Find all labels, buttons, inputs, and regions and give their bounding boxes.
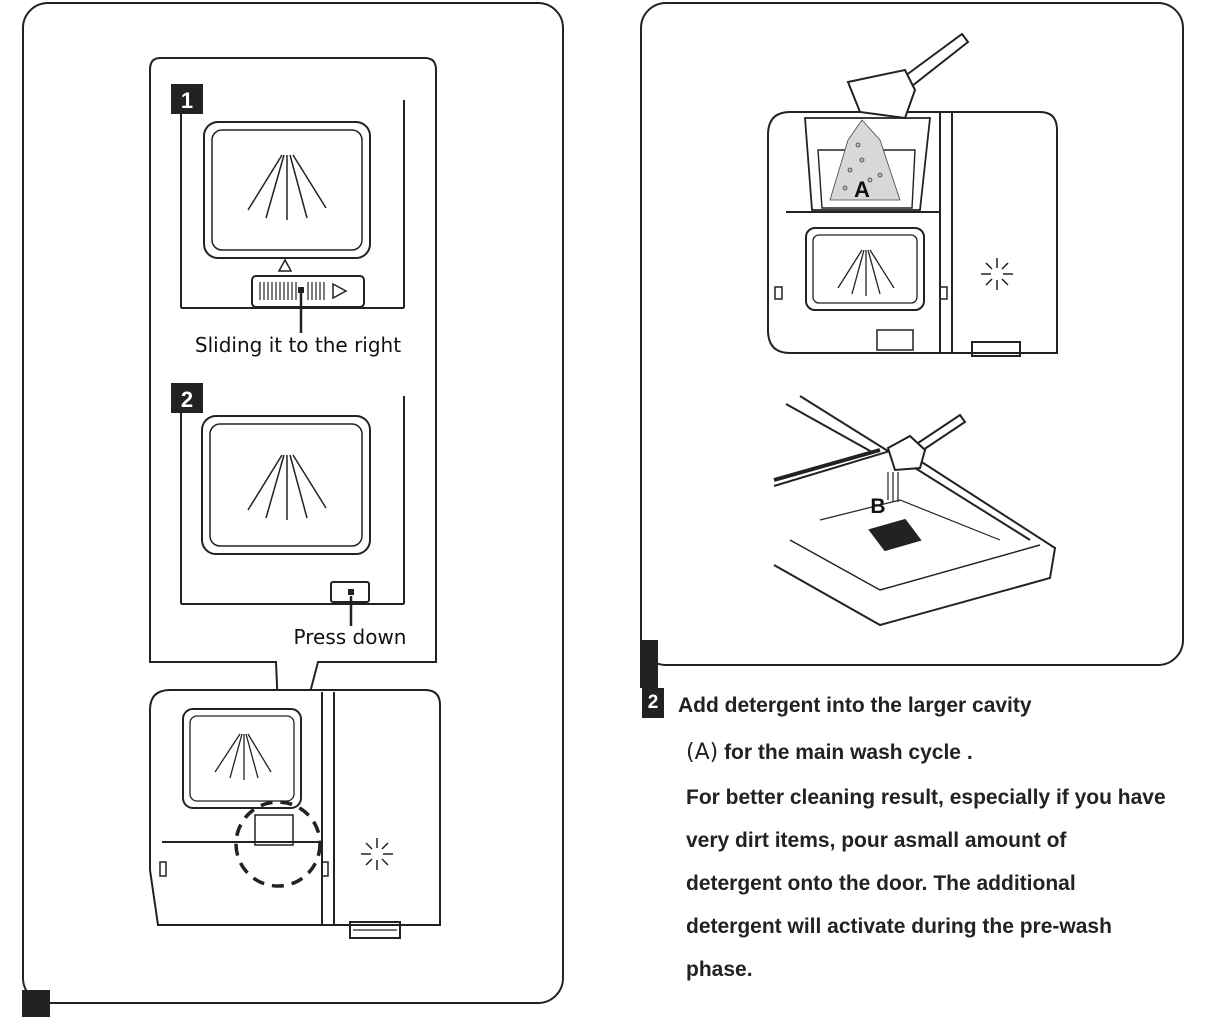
step1-window-outer (203, 121, 371, 259)
label-a: A (854, 177, 870, 202)
instruction-line-2-rest: for the main wash cycle . (724, 741, 973, 764)
step1-number: 1 (181, 88, 193, 113)
step1-number-box (171, 84, 203, 114)
label-b: B (870, 495, 885, 518)
step1-window-inner (211, 129, 363, 251)
instruction-step-number: 2 (642, 688, 664, 718)
step1-caption: Sliding it to the right (195, 333, 401, 357)
instruction-line-6: detergent will activate during the pre-w… (686, 915, 1112, 938)
overview-latch (349, 921, 401, 939)
instruction-line-5: detergent onto the door. The additional (686, 872, 1076, 895)
dispenser-top-view (767, 111, 1058, 357)
top-view-spray-icon (837, 249, 895, 296)
right-panel-corner-tab (640, 640, 658, 688)
step2-spray-icon (247, 454, 327, 520)
detergent-powder (829, 119, 901, 201)
dishwasher-door-view (773, 395, 1057, 627)
step2-window-outer (201, 415, 371, 555)
slide-right-arrow-icon (332, 282, 348, 300)
instruction-line-2-prefix: (A) (686, 740, 719, 765)
top-view-rinse-aid-icon (981, 258, 1013, 290)
instruction-line-7: phase. (686, 958, 753, 981)
step2-number-box (171, 383, 203, 413)
instruction-line-1: Add detergent into the larger cavity (678, 694, 1032, 717)
step1-spray-icon (247, 154, 327, 220)
step2-caption: Press down (294, 625, 407, 649)
instruction-line-4: very dirt items, pour asmall amount of (686, 829, 1067, 852)
door-scoop-icon (886, 413, 967, 472)
latch-grip-lines (259, 282, 325, 300)
pour-stream-lines (887, 472, 899, 502)
scoop-icon (846, 32, 970, 120)
step2-number: 2 (181, 387, 193, 412)
instruction-line-2: (A) for the main wash cycle . (686, 740, 973, 765)
rinse-aid-indicator-icon (361, 838, 393, 870)
step2-window-inner (209, 423, 363, 547)
slide-up-arrow-icon (277, 258, 293, 272)
highlight-circle (234, 800, 322, 888)
dispenser-overview (149, 689, 441, 939)
top-view-latch (971, 341, 1021, 357)
instruction-line-3: For better cleaning result, especially i… (686, 786, 1166, 809)
left-panel-corner-tab (22, 990, 50, 1017)
overview-spray-icon (214, 733, 272, 780)
